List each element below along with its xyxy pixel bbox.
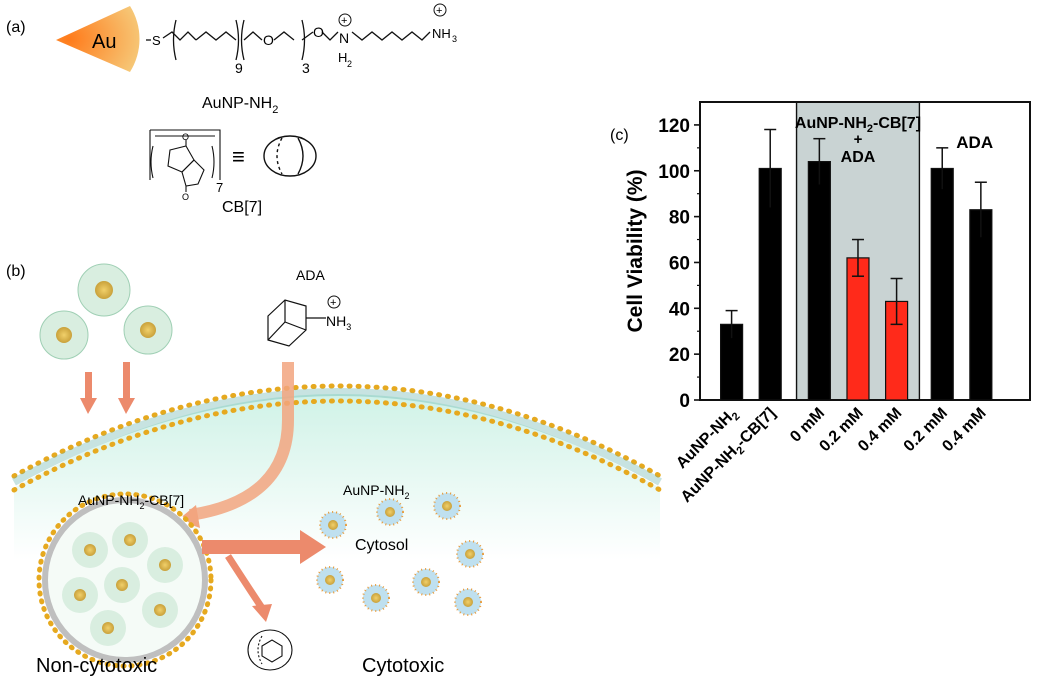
cb7-exit-arrow	[225, 554, 265, 610]
group-header-plus: +	[854, 131, 863, 148]
compound-name: AuNP-NH2	[202, 95, 278, 116]
uptake-arrows	[80, 362, 135, 414]
bar	[846, 257, 870, 401]
group-header-ada: ADA	[841, 149, 876, 166]
group-header-ada-only: ADA	[956, 133, 993, 152]
y-tick-label: 120	[658, 116, 690, 137]
au-label: Au	[92, 31, 116, 53]
y-tick-label: 20	[669, 345, 690, 366]
cb7-o-top: O	[182, 132, 189, 142]
free-np-label: AuNP-NH2	[343, 482, 409, 501]
adamantane-molecule-icon	[267, 299, 326, 347]
panel-label-a: (a)	[6, 19, 26, 36]
y-tick-label: 100	[658, 162, 690, 183]
ada-label: ADA	[296, 267, 325, 283]
nh3-sub: 3	[452, 34, 457, 44]
cytosol-label: Cytosol	[355, 537, 408, 554]
nh2-h: H	[338, 50, 347, 65]
ligand-chain	[146, 19, 431, 61]
sulfur-atom: S	[152, 33, 161, 48]
plus-sign-2: +	[436, 5, 442, 17]
ada-entry-arrowhead	[178, 505, 200, 528]
cb7-o-bottom: O	[182, 192, 189, 202]
cb7-ada-complex-icon	[247, 629, 293, 671]
bar	[807, 161, 831, 401]
ammonium-n: N	[339, 30, 349, 46]
ada-entry-arrow	[189, 362, 294, 521]
oxygen-1: O	[263, 32, 274, 48]
x-category-label: 0.4 mM	[855, 405, 905, 455]
y-tick-label: 40	[669, 299, 690, 320]
vesicle-label: AuNP-NH2-CB[7]	[78, 492, 184, 511]
ada-plus-charge	[327, 295, 341, 309]
cytosol-nanoparticles	[316, 492, 484, 616]
bar	[930, 167, 954, 401]
plus-sign-1: +	[341, 15, 347, 27]
group-header-shaded: AuNP-NH2-CB[7]	[795, 115, 921, 135]
cb7-structure	[149, 129, 221, 192]
y-axis-label: Cell Viability (%)	[624, 170, 647, 333]
panel-label-c: (c)	[610, 127, 629, 144]
cytotoxic-caption: Cytotoxic	[362, 655, 444, 677]
oxygen-2: O	[313, 24, 324, 40]
repeat-9: 9	[235, 60, 243, 76]
y-tick-label: 0	[679, 391, 690, 412]
cb7-exit-arrowhead	[252, 604, 272, 622]
gold-nanoparticle-wedge: Au	[56, 6, 140, 72]
cell-membrane	[11, 383, 663, 493]
cb7-repeat: 7	[216, 180, 223, 195]
ada-nh3: NH3	[326, 313, 351, 332]
endosome-vesicle	[36, 491, 214, 669]
bar	[969, 209, 993, 401]
y-tick-label: 80	[669, 208, 690, 229]
nh3-label: NH	[432, 26, 451, 41]
plus-charge-2	[433, 3, 447, 17]
non-cytotoxic-caption: Non-cytotoxic	[36, 655, 157, 677]
x-category-label: 0.4 mM	[939, 405, 989, 455]
cb7-name: CB[7]	[222, 199, 262, 216]
repeat-3: 3	[302, 60, 310, 76]
release-arrow	[202, 530, 326, 564]
panel-label-b: (b)	[6, 263, 26, 280]
cb7-cartoon-icon	[263, 135, 317, 177]
nanoparticle-cluster-top	[39, 263, 173, 360]
equivalence-sign: ≡	[232, 144, 245, 169]
nh2-sub: 2	[347, 59, 352, 69]
plus-charge-1	[338, 13, 352, 27]
ada-plus: +	[330, 297, 336, 309]
y-tick-label: 60	[669, 253, 690, 274]
